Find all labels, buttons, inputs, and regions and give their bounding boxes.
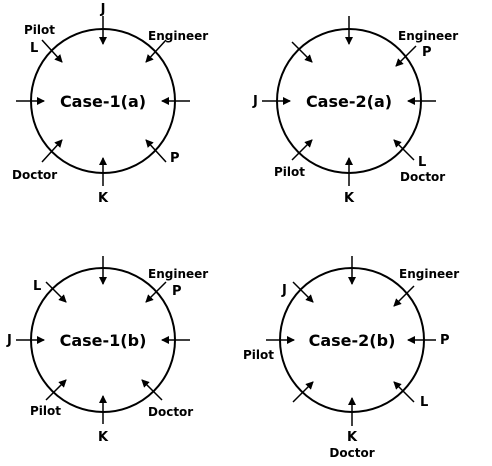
seat-role-bottom-left: Pilot: [30, 404, 61, 418]
seat-label-left: J: [252, 94, 258, 109]
seat-role-bottom-right: Doctor: [148, 405, 193, 419]
case-title: Case-2(b): [309, 331, 396, 350]
seat-role-left: Pilot: [243, 348, 274, 362]
seat-arrow-top-left: [291, 41, 313, 63]
seat-arrow-bottom-right: [393, 139, 415, 161]
seat-role-bottom-left: Pilot: [274, 165, 305, 179]
seat-label-top-right: P: [422, 45, 432, 60]
seat-label-top-right: P: [172, 284, 182, 299]
seat-arrow-top-left: [292, 281, 314, 303]
diagram-case-1a: Case-1(a) J Pilot L Engineer P Doctor K: [12, 2, 208, 206]
seat-role-top-right: Engineer: [399, 267, 459, 281]
seat-arrow-bottom-left: [291, 139, 313, 161]
diagram-case-2a: Case-2(a) Engineer P J L Doctor Pilot K: [252, 16, 458, 206]
seat-role-bottom-right: Doctor: [400, 170, 445, 184]
seat-role-top-right: Engineer: [148, 267, 208, 281]
seat-arrow-top-left: [45, 281, 67, 303]
seat-arrow-bottom-left: [292, 381, 314, 403]
seat-label-bottom: K: [98, 191, 109, 206]
diagram-case-1b: Case-1(b) L Engineer P J Pilot Doctor K: [6, 256, 208, 445]
seat-arrow-bottom-right: [393, 381, 415, 403]
seat-label-bottom-right: P: [170, 151, 180, 166]
seat-arrow-bottom-right: [141, 379, 163, 401]
seat-label-bottom: K: [98, 430, 109, 445]
seat-arrow-top-left: [41, 39, 63, 63]
seat-label-right: P: [440, 333, 450, 348]
seat-role-bottom: Doctor: [329, 446, 374, 460]
seat-label-top-left: L: [33, 279, 41, 294]
seat-label-bottom-right: L: [420, 395, 428, 410]
seat-label-bottom-right: L: [418, 155, 426, 170]
seat-label-top: J: [100, 2, 106, 17]
seat-label-left: J: [6, 333, 12, 348]
seat-arrow-top-right: [145, 281, 167, 303]
case-title: Case-1(a): [60, 92, 146, 111]
seat-arrow-bottom-left: [41, 139, 63, 163]
case-title: Case-1(b): [60, 331, 147, 350]
seat-label-bottom: K: [344, 191, 355, 206]
case-title: Case-2(a): [306, 92, 392, 111]
seat-arrow-top-right: [395, 45, 417, 67]
seat-arrow-bottom-right: [145, 139, 167, 163]
seat-role-top-left: Pilot: [24, 23, 55, 37]
diagram-case-2b: Case-2(b) J Engineer P Pilot L K Doctor: [243, 256, 459, 460]
seat-role-top-right: Engineer: [398, 29, 458, 43]
seat-arrow-top-right: [145, 39, 167, 63]
seat-role-top-right: Engineer: [148, 29, 208, 43]
seat-arrow-top-right: [393, 285, 415, 307]
seat-label-top-left: J: [281, 283, 287, 298]
seat-role-bottom-left: Doctor: [12, 168, 57, 182]
seat-label-top-left: L: [30, 41, 38, 56]
seat-arrow-bottom-left: [45, 379, 67, 401]
seat-label-bottom: K: [347, 430, 358, 445]
